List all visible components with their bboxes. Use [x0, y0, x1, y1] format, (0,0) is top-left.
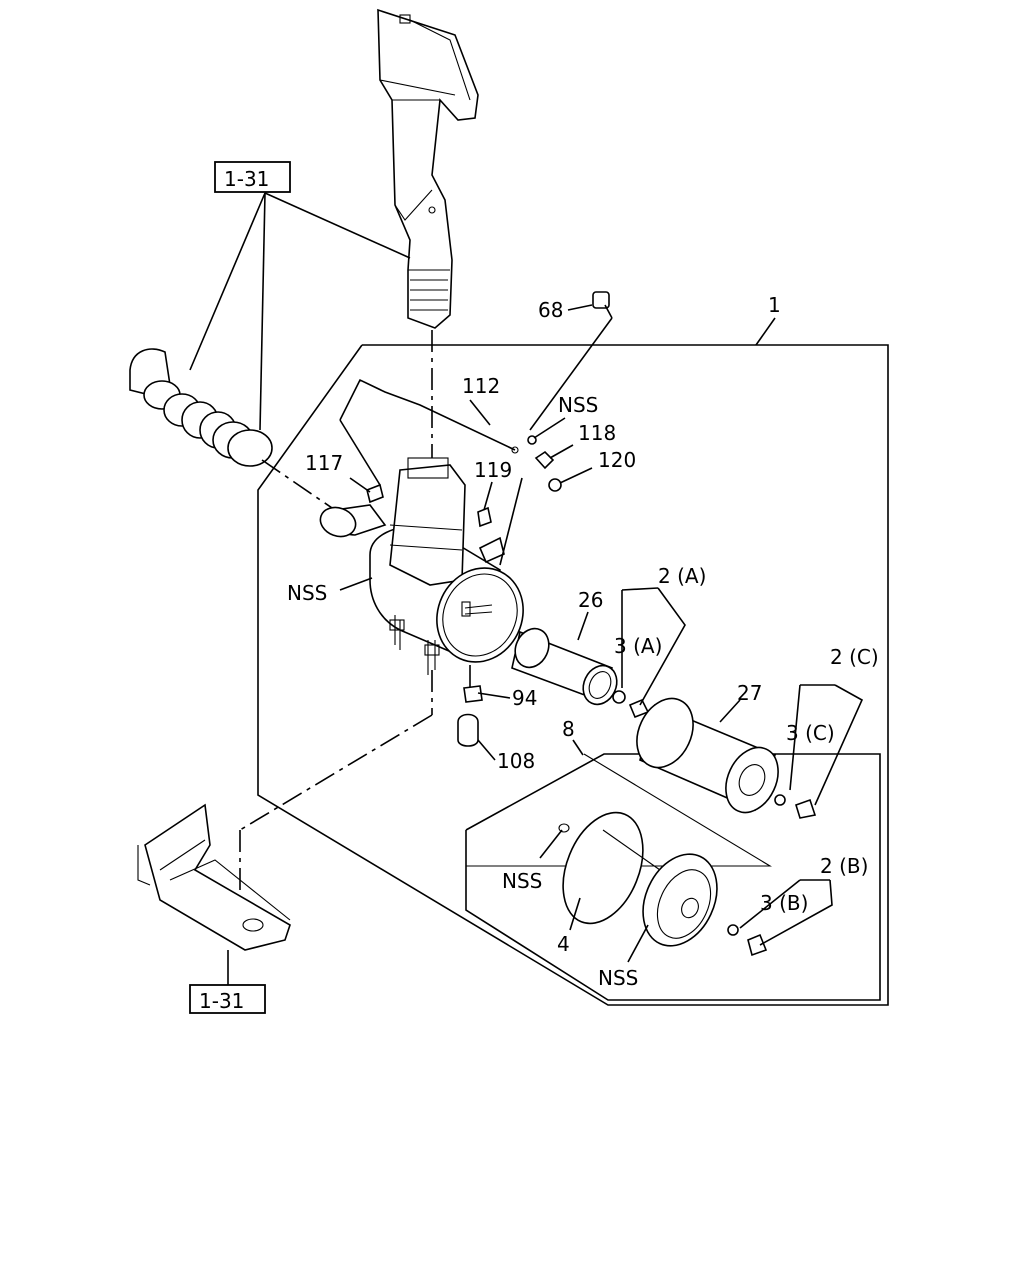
label-3b: 3 (B): [760, 891, 808, 915]
rod-112: [339, 378, 519, 454]
label-nss-body: NSS: [287, 581, 327, 605]
label-3c: 3 (C): [786, 721, 835, 745]
intake-hose: [129, 348, 273, 467]
label-4: 4: [557, 932, 570, 956]
label-8: 8: [562, 717, 575, 741]
label-118: 118: [578, 421, 616, 445]
label-68: 68: [538, 298, 563, 322]
assembly-outline: [257, 317, 889, 1006]
filter-element-26: [511, 627, 650, 719]
label-120: 120: [598, 448, 636, 472]
label-108: 108: [497, 749, 535, 773]
reference-bottom-label: 1-31: [199, 989, 244, 1013]
label-2b: 2 (B): [820, 854, 868, 878]
mounting-bracket: [137, 803, 291, 951]
seal-ring-4: [558, 811, 644, 925]
label-117: 117: [305, 451, 343, 475]
air-cleaner-housing: [319, 457, 524, 675]
reference-box-top[interactable]: 1-31: [214, 161, 291, 193]
label-27: 27: [737, 681, 762, 705]
label-nss-cover: NSS: [598, 966, 638, 990]
label-2c: 2 (C): [830, 645, 879, 669]
callout-labels: 1 68 112 NSS 118 120 117 119 NSS 26 2 (A…: [287, 293, 879, 990]
label-94: 94: [512, 686, 537, 710]
label-nss-gasket: NSS: [502, 869, 542, 893]
label-3a: 3 (A): [614, 634, 662, 658]
label-1: 1: [768, 293, 781, 317]
label-119: 119: [474, 458, 512, 482]
label-112: 112: [462, 374, 500, 398]
end-cover: [642, 853, 768, 957]
reference-box-bottom[interactable]: 1-31: [189, 984, 266, 1014]
filter-element-27: [636, 697, 817, 819]
leader-lines: [339, 304, 864, 963]
intake-duct: [377, 8, 479, 329]
label-26: 26: [578, 588, 603, 612]
label-2a: 2 (A): [658, 564, 706, 588]
reference-top-label: 1-31: [224, 167, 269, 191]
label-nss-top: NSS: [558, 393, 598, 417]
